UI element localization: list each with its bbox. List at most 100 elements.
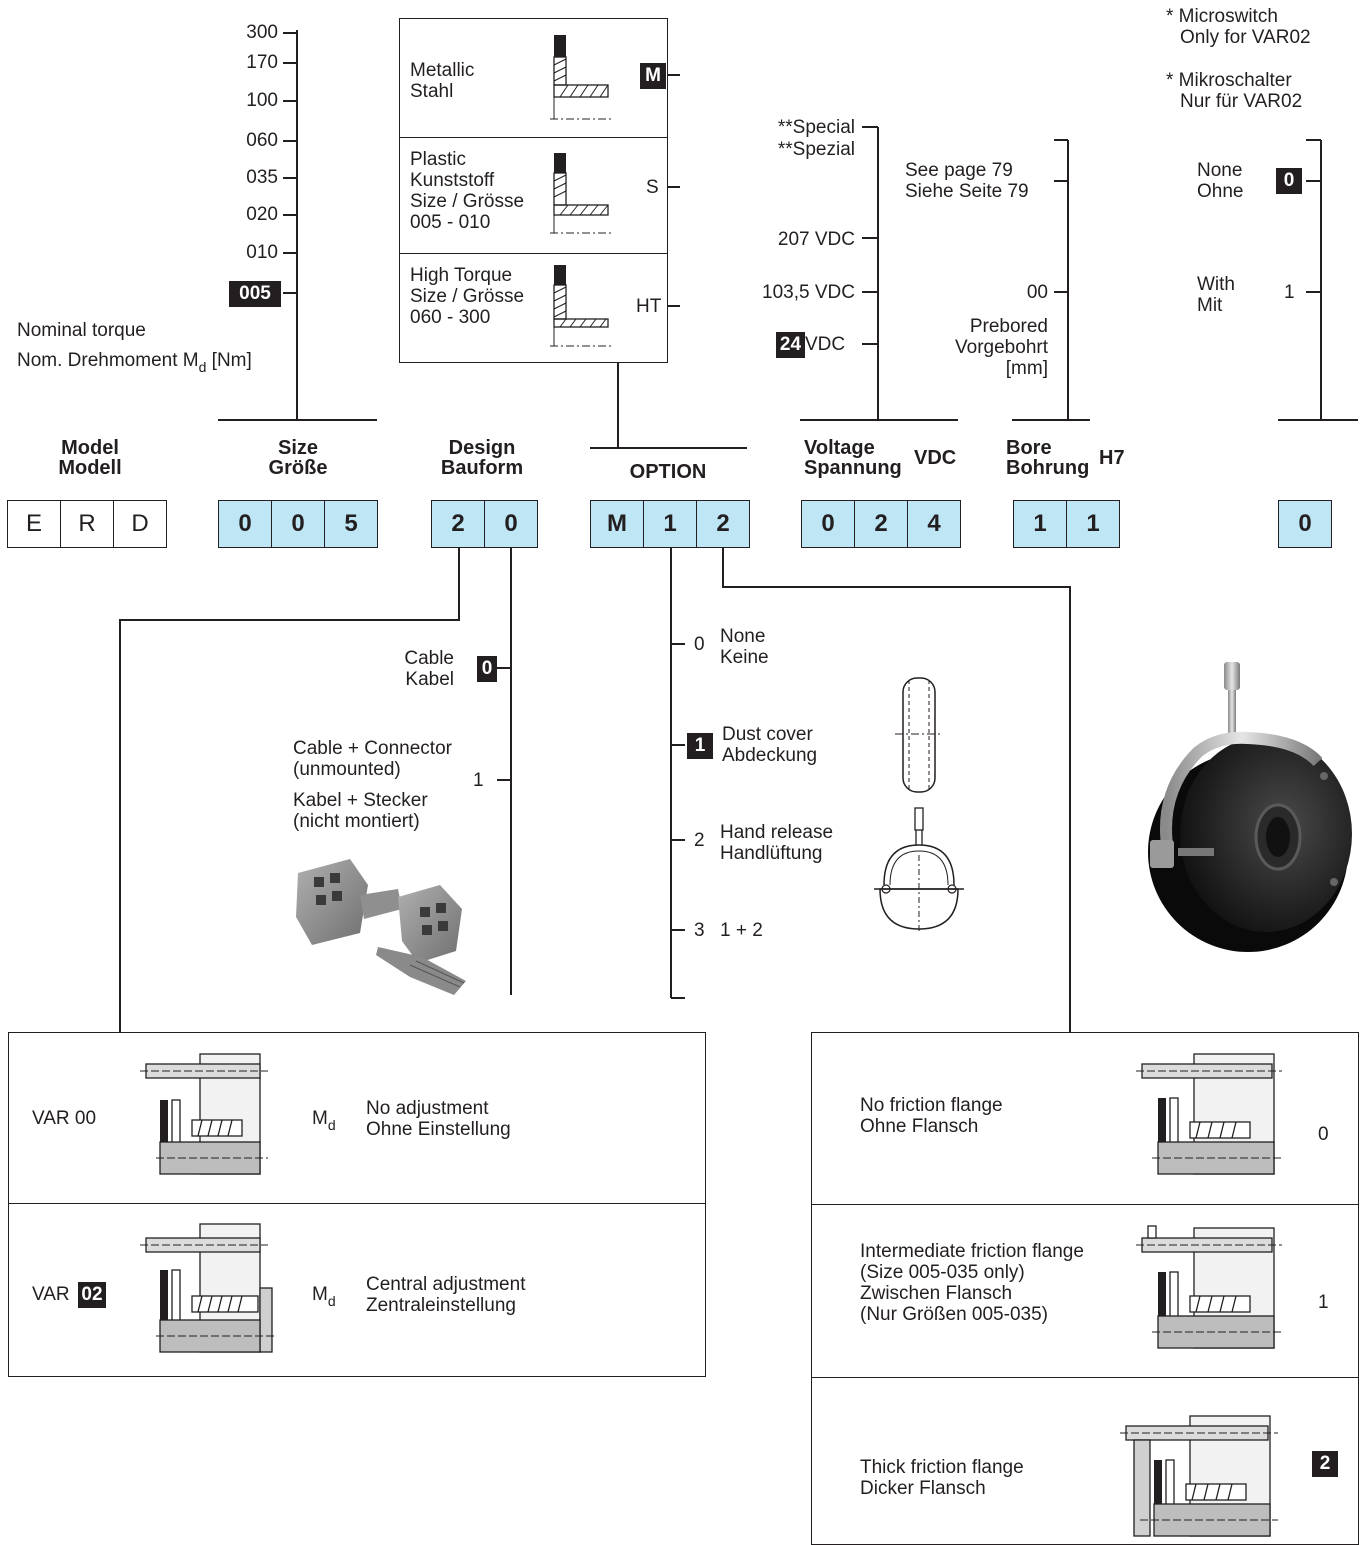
switch-with-code: 1 [1284,282,1295,303]
var00-md: Md [312,1108,336,1133]
option-0-code: 0 [694,634,705,655]
switch-none-en: None [1197,160,1243,181]
var00-en: No adjustment [366,1098,489,1119]
header-model-de: Modell [58,457,122,479]
note-microswitch-de2: Nur für VAR02 [1180,91,1303,112]
switch-with-en: With [1197,274,1235,295]
code-option: M 1 2 [590,500,750,548]
code-design-digit: 0 [484,500,538,548]
option-3-en: 1 + 2 [720,920,763,941]
header-voltage-unit: VDC [914,447,957,469]
design-metallic-de: Stahl [410,81,454,102]
design-ht-en: High Torque [410,265,513,286]
switch-none-code: 0 [1276,168,1302,194]
note-microswitch-en: * Microswitch [1166,6,1278,27]
high-torque-profile-drawing [550,265,612,347]
cable-connector-de: Kabel + Stecker [293,790,428,811]
code-voltage-digit: 0 [801,500,854,548]
nominal-torque-label-de: Nom. Drehmoment Md [Nm] [17,350,252,375]
plastic-profile-drawing [550,153,612,234]
var00-section-drawing [140,1053,268,1175]
bore-see-page-de: Siehe Seite 79 [905,181,1029,202]
code-bore-digit: 1 [1066,500,1120,548]
var02-label-prefix: VAR [32,1284,70,1305]
header-option: OPTION [629,461,707,483]
var02-de: Zentraleinstellung [366,1295,516,1316]
code-option-digit: 2 [696,500,750,548]
option-2-en: Hand release [720,822,834,843]
design-plastic-size: Size / Grösse [410,191,525,212]
hand-release-drawing [874,807,964,931]
cable-code-badge: 0 [477,656,497,682]
flange-0-de: Ohne Flansch [860,1116,979,1137]
flange-2-de: Dicker Flansch [860,1478,986,1499]
cable-connector-en: Cable + Connector [293,738,452,759]
flange-2-en: Thick friction flange [860,1457,1024,1478]
flange-0-section-drawing [1136,1053,1282,1175]
voltage-103-5: 103,5 VDC [762,282,855,303]
metallic-profile-drawing [550,35,612,120]
flange-1-de2: (Nur Größen 005-035) [860,1304,1048,1325]
nominal-torque-label-en: Nominal torque [17,320,146,341]
option-1-code-badge: 1 [687,733,713,759]
bore-prebored-en: Prebored [969,316,1048,337]
size-tick-170: 170 [246,52,278,73]
option-0-de: Keine [720,647,769,668]
switch-none-de: Ohne [1197,181,1244,202]
size-tick-010: 010 [246,242,278,263]
code-model-digit: R [60,500,113,548]
bore-prebored-de: Vorgebohrt [955,337,1048,358]
option-1-de: Abdeckung [722,745,818,766]
voltage-special-en: **Special [777,117,855,138]
bore-see-page-en: See page 79 [905,160,1013,181]
header-bore-en: Bore [1006,437,1052,459]
option-2-code: 2 [694,830,705,851]
code-model: E R D [7,500,167,548]
header-size-en: Size [277,437,319,459]
switch-with-de: Mit [1197,295,1223,316]
code-switch-digit: 0 [1278,500,1332,548]
header-size-de: Größe [268,457,328,479]
var02-md: Md [312,1284,336,1309]
flange-1-en: Intermediate friction flange [860,1241,1084,1262]
design-metallic-en: Metallic [410,60,475,81]
flange-2-code-badge: 2 [1312,1451,1338,1477]
code-voltage-digit: 2 [854,500,907,548]
code-design-digit: 2 [431,500,484,548]
code-model-digit: D [113,500,167,548]
code-size-digit: 0 [271,500,324,548]
header-design-en: Design [448,437,516,459]
design-plastic-en: Plastic [410,149,466,170]
flange-0-en: No friction flange [860,1095,1003,1116]
code-voltage-digit: 4 [907,500,961,548]
design-plastic-range: 005 - 010 [410,212,491,233]
design-ht-range: 060 - 300 [410,307,491,328]
design-ht-size: Size / Grösse [410,286,525,307]
flange-2-section-drawing [1120,1415,1278,1537]
code-size-digit: 0 [218,500,271,548]
cable-en: Cable [404,648,454,669]
header-bore-unit: H7 [1099,447,1125,469]
design-metallic-code: M [640,63,666,89]
code-bore-digit: 1 [1013,500,1066,548]
flange-1-section-drawing [1136,1225,1282,1349]
bore-code-00: 00 [1026,282,1048,303]
size-tick-020: 020 [246,204,278,225]
dust-cover-drawing [895,677,943,793]
cable-connector-code: 1 [473,770,484,791]
cable-de: Kabel [405,669,454,690]
code-option-digit: 1 [643,500,696,548]
code-design: 2 0 [431,500,538,548]
var00-label: VAR 00 [32,1108,97,1129]
var02-code-badge: 02 [78,1282,106,1308]
option-0-en: None [720,626,766,647]
header-bore-de: Bohrung [1006,457,1090,479]
option-3-code: 3 [694,920,705,941]
bore-prebored-unit: [mm] [1005,358,1048,379]
cable-connector-de2: (nicht montiert) [293,811,420,832]
note-microswitch-de: * Mikroschalter [1166,70,1292,91]
option-2-de: Handlüftung [720,843,823,864]
header-model-en: Model [61,437,119,459]
code-bore: 1 1 [1013,500,1120,548]
